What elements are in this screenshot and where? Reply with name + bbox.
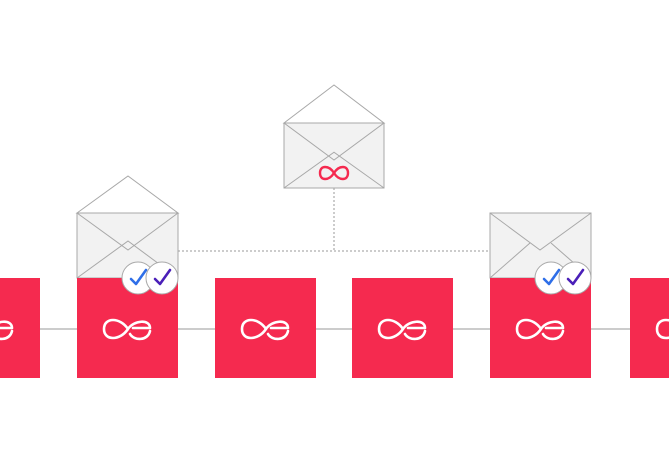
check-icon <box>145 261 179 295</box>
aeternity-logo-icon <box>102 318 152 341</box>
infinity-icon <box>318 165 350 181</box>
chain-block <box>215 278 316 378</box>
chain-block-partial-left <box>0 278 40 378</box>
aeternity-logo-icon <box>0 320 14 341</box>
confirmation-badges <box>121 261 179 295</box>
chain-block-partial-right <box>630 278 669 378</box>
aeternity-logo-icon <box>377 318 427 341</box>
message-routes <box>178 188 490 252</box>
chain-block <box>489 212 592 378</box>
chain-block <box>352 278 453 378</box>
check-icon <box>558 261 592 295</box>
source-envelope-icon <box>282 84 386 189</box>
aeternity-logo-icon <box>515 318 565 341</box>
aeternity-logo-icon <box>655 318 669 340</box>
confirmation-badges <box>534 261 592 295</box>
aeternity-logo-icon <box>240 318 290 341</box>
chain-block <box>75 175 180 378</box>
